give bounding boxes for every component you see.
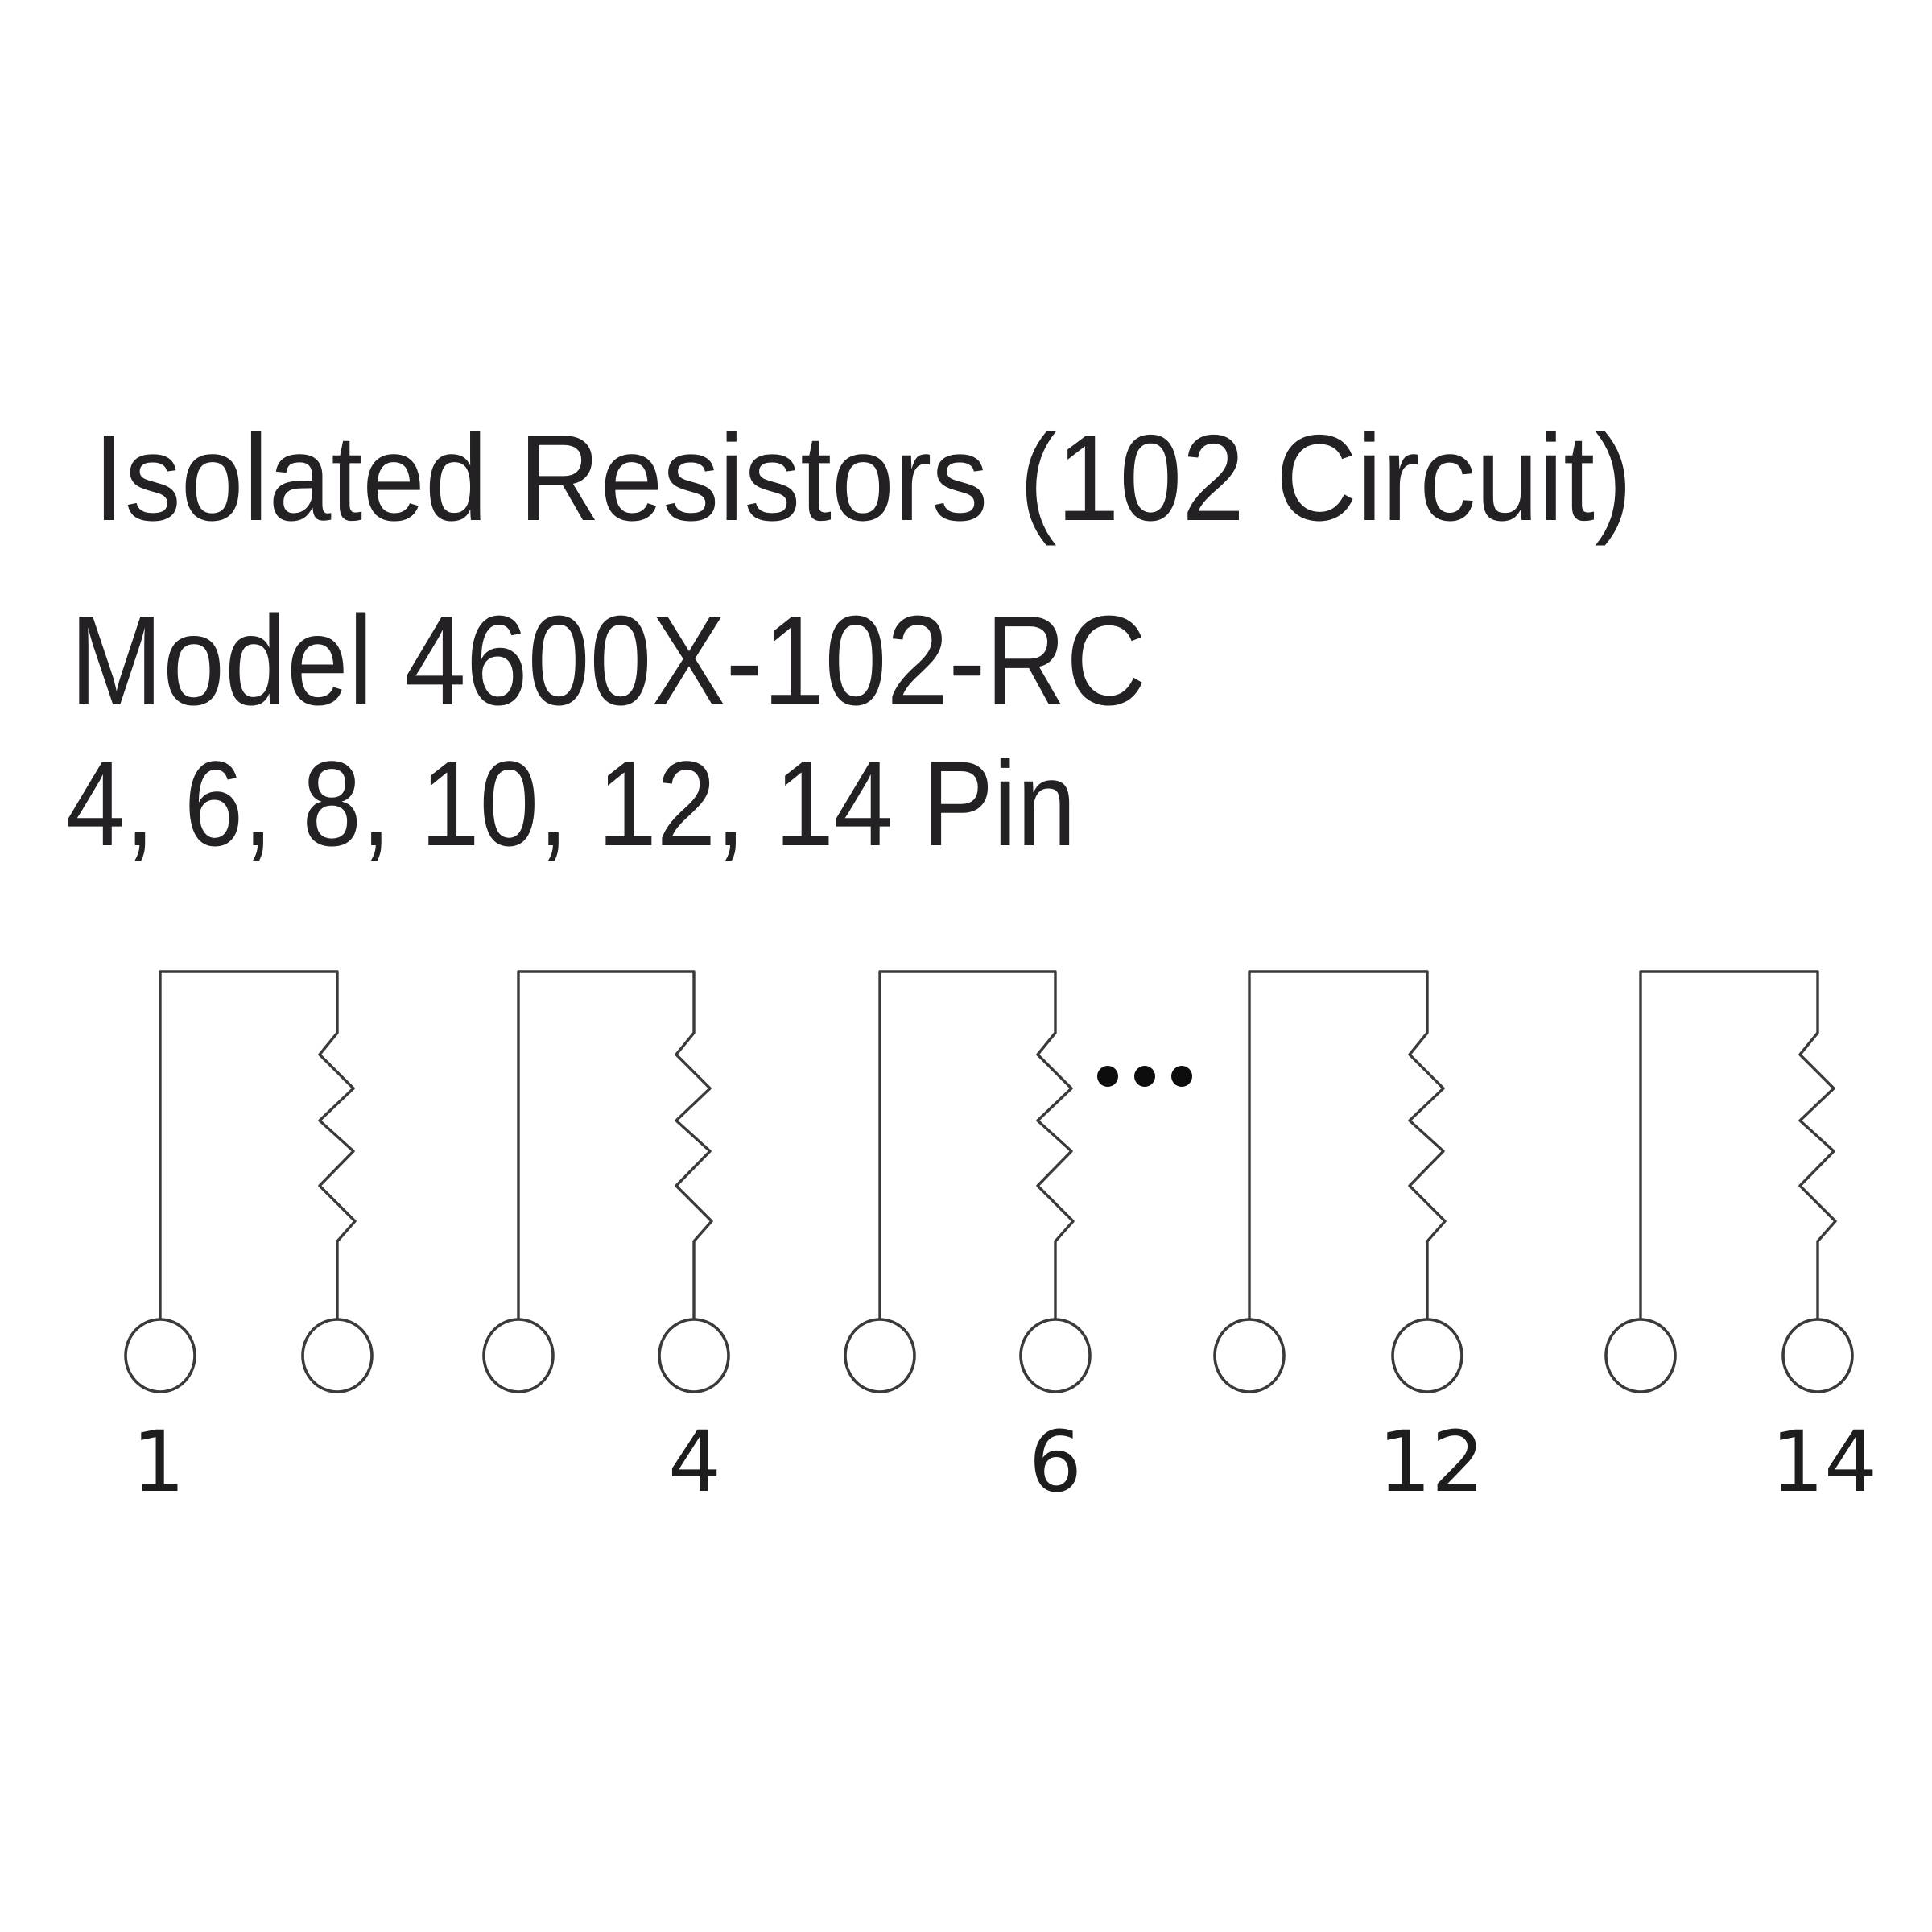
unit-wiring xyxy=(878,970,1075,1321)
pin-circle-left xyxy=(482,1318,555,1393)
pin-circle-left xyxy=(844,1318,916,1393)
pin-circle-right xyxy=(1019,1318,1092,1393)
pin-circle-right xyxy=(301,1318,374,1393)
resistor-unit-1: 1 xyxy=(124,970,374,1511)
pin-label-4: 4 xyxy=(668,1413,721,1511)
ellipsis-dot xyxy=(1134,1066,1155,1087)
unit-wiring xyxy=(517,970,713,1321)
pin-circle-left xyxy=(1604,1318,1677,1393)
pin-circle-left xyxy=(124,1318,196,1393)
page-title: Isolated Resistors (102 Circuit) xyxy=(93,410,1633,547)
pin-circle-right xyxy=(1391,1318,1463,1393)
continuation-ellipsis xyxy=(1097,1066,1192,1087)
pin-circle-right xyxy=(1781,1318,1854,1393)
model-number: Model 4600X-102-RC xyxy=(70,590,1146,732)
resistor-unit-14: 14 xyxy=(1604,970,1877,1511)
ellipsis-dot xyxy=(1171,1066,1192,1087)
unit-wiring xyxy=(159,970,357,1321)
resistor-unit-4: 4 xyxy=(482,970,730,1511)
pin-label-12: 12 xyxy=(1378,1413,1484,1511)
pin-circle-right xyxy=(658,1318,730,1393)
unit-wiring xyxy=(1248,970,1447,1321)
resistor-unit-6: 6 xyxy=(844,970,1092,1511)
pin-circle-left xyxy=(1213,1318,1286,1393)
resistor-unit-12: 12 xyxy=(1213,970,1484,1511)
unit-wiring xyxy=(1639,970,1837,1321)
pin-label-1: 1 xyxy=(132,1413,185,1511)
pin-label-14: 14 xyxy=(1771,1413,1877,1511)
ellipsis-dot xyxy=(1097,1066,1118,1087)
pin-count-options: 4, 6, 8, 10, 12, 14 Pin xyxy=(66,736,1076,871)
pin-label-6: 6 xyxy=(1029,1413,1082,1511)
